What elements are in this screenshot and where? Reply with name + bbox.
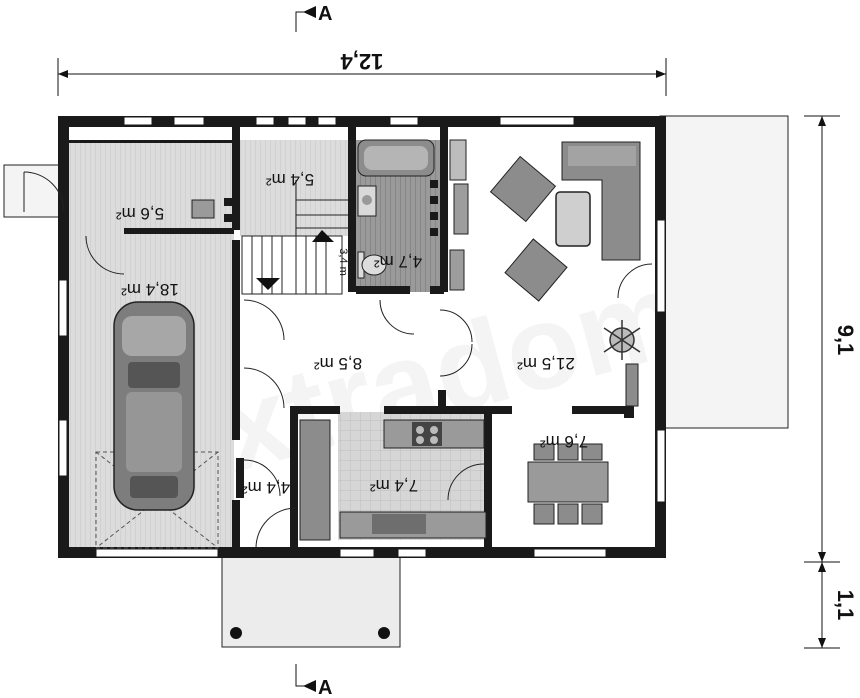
car-icon <box>113 301 195 511</box>
coffee-table-icon <box>555 191 591 247</box>
dining-table-icon <box>527 443 609 525</box>
stair-height-label: 3,4 m <box>337 248 349 276</box>
kitchen-counter-icon <box>339 419 487 539</box>
stair-arrow-down-icon <box>256 278 280 290</box>
section-mark-top: A <box>295 3 332 32</box>
stair-floor <box>240 140 348 236</box>
bathtub-icon <box>357 139 435 177</box>
room-area-vestibule: 5,6 m² <box>116 204 165 223</box>
sofa-icon <box>561 141 641 261</box>
stair-arrow-up-icon <box>312 230 334 242</box>
width-dimension-label: 12,4 <box>340 49 384 74</box>
room-area-living: 21,5 m² <box>517 354 575 373</box>
toilet-icon <box>357 251 387 279</box>
room-area-bathroom: 4,7 m² <box>374 252 423 271</box>
section-mark-bottom: A <box>295 664 332 698</box>
sink-icon <box>357 185 377 217</box>
windows <box>58 116 666 558</box>
room-area-kitchen: 7,4 m² <box>370 476 419 495</box>
porch <box>221 554 401 648</box>
width-dimension: 12,4 <box>57 49 667 96</box>
staircase <box>241 180 348 295</box>
plant-icon <box>603 320 641 360</box>
vestibule-sink-icon <box>191 199 215 219</box>
door-swings <box>23 171 653 549</box>
svg-text:A: A <box>318 677 332 698</box>
room-area-stairs: 5,4 m² <box>266 170 315 189</box>
room-area-dining: 7,6 m² <box>540 432 589 451</box>
wardrobe-icon <box>449 139 469 291</box>
radiator-icon <box>224 180 438 236</box>
terrace <box>659 115 789 429</box>
porch-dimension-label: 1,1 <box>833 590 858 621</box>
interior-walls <box>68 126 634 548</box>
armchair-icon <box>489 155 557 223</box>
room-area-garage: 18,4 m² <box>121 280 179 299</box>
pantry-cabinet-icon <box>299 419 331 541</box>
depth-dimension: 9,1 1,1 <box>804 115 858 649</box>
room-area-hall: 8,5 m² <box>314 354 363 373</box>
svg-text:A: A <box>318 3 332 25</box>
armchair-icon <box>504 238 568 302</box>
tv-cabinet-icon <box>625 363 639 407</box>
depth-dimension-label: 9,1 <box>833 325 858 356</box>
room-area-wc: 4,4 m² <box>242 478 291 497</box>
